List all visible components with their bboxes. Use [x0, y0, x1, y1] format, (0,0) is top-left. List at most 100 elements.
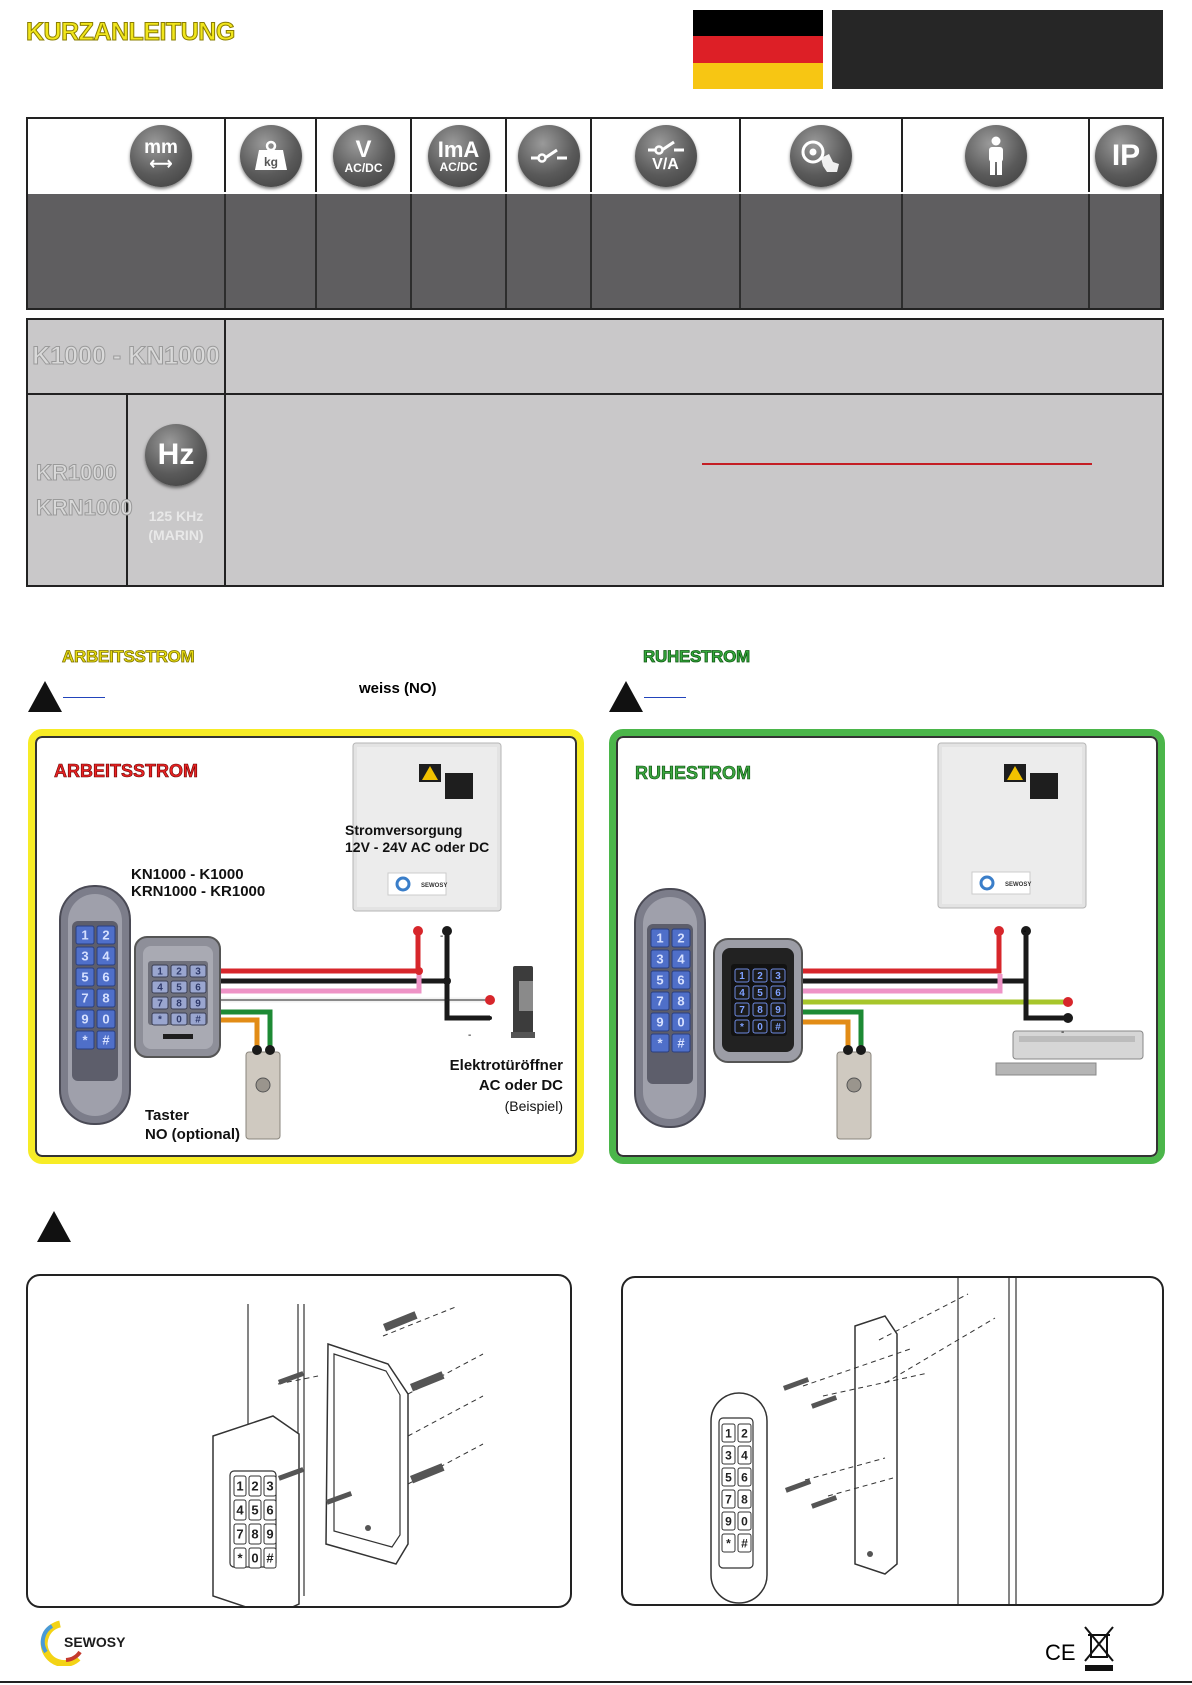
keypad-key-label: # — [102, 1033, 110, 1048]
keypad-key — [189, 980, 207, 994]
keypad-key-label: # — [775, 1022, 781, 1033]
keypad-key — [752, 985, 768, 1000]
keypad-key-label: 0 — [741, 1514, 748, 1528]
wires — [802, 931, 1068, 1050]
keypad-key — [770, 968, 786, 983]
spec-value-ip — [1090, 194, 1162, 308]
keypad-key — [233, 1499, 247, 1521]
keypad-key — [650, 928, 670, 948]
keypad-key — [96, 988, 116, 1008]
keypad-key-label: 8 — [251, 1527, 258, 1542]
keypad-key-label: 9 — [81, 1012, 88, 1027]
keypad-key-label: 1 — [157, 967, 163, 978]
keypad-key-label: 3 — [725, 1448, 732, 1462]
spec-value-voltage — [317, 194, 412, 308]
lock-terminal-plus — [485, 995, 495, 1005]
keypad-key — [721, 1467, 736, 1487]
keypad-key — [671, 970, 691, 990]
terminal-plus — [413, 926, 423, 936]
keypad-key-label: 0 — [677, 1015, 684, 1030]
keypad-key — [75, 988, 95, 1008]
current-icon-label: ImA — [437, 136, 480, 162]
keypad-key-label: * — [726, 1536, 731, 1550]
keypad-key — [734, 1002, 750, 1017]
left-note-text: weiss (NO) — [359, 680, 437, 697]
keypad-key — [721, 1423, 736, 1443]
keypad-key-label: 5 — [656, 973, 663, 988]
wires — [219, 931, 490, 1050]
keypad-key — [721, 1489, 736, 1509]
exit-button — [836, 1045, 872, 1140]
keypad-key — [721, 1445, 736, 1465]
warning-icon — [609, 681, 643, 712]
keypad-key-label: 8 — [757, 1005, 763, 1016]
keypad-key — [233, 1547, 247, 1569]
keypad-key-label: # — [195, 1015, 201, 1026]
keypad-models-line-1: KN1000 - K1000 — [131, 866, 244, 883]
wiring-label-ruhestrom: RUHESTROM — [635, 763, 752, 784]
exit-button-label: Taster NO (optional) — [145, 1106, 240, 1144]
keypad-key-label: 4 — [741, 1448, 748, 1462]
keypad-key-label: 0 — [176, 1015, 182, 1026]
ip-icon-label: IP — [1111, 138, 1141, 172]
keypad-key — [248, 1523, 262, 1545]
keypad-key-label: 1 — [739, 971, 745, 982]
maglock-terminal-plus — [1063, 997, 1073, 1007]
voltage-icon-sub: AC/DC — [344, 160, 383, 175]
keypad-key-label: * — [158, 1015, 162, 1026]
relay-rating-label: V/A — [652, 155, 679, 173]
minus-sign: - — [1061, 1027, 1065, 1038]
spec-cell-ip: IP — [1090, 119, 1162, 192]
keypad-key-label: 7 — [725, 1492, 732, 1506]
keypad-key — [151, 996, 169, 1010]
weight-glyph: kg — [254, 140, 287, 170]
warning-icon — [28, 681, 62, 712]
keypad-key-label: 8 — [176, 999, 182, 1010]
spec-cell-current: ImA AC/DC — [412, 119, 507, 192]
keypad-key — [151, 980, 169, 994]
keypad-key-label: 9 — [266, 1527, 273, 1542]
spec-cell-dimensions: mm ⟷ — [28, 119, 226, 192]
keypad-key — [75, 1030, 95, 1050]
keypad-key — [650, 1033, 670, 1053]
keypad-key-label: 1 — [81, 928, 88, 943]
keypad-key-label: 3 — [81, 949, 88, 964]
keypad-key — [650, 970, 670, 990]
keypad-models-label: KN1000 - K1000 KRN1000 - KR1000 — [131, 866, 265, 900]
keypad-key-label: * — [740, 1022, 744, 1033]
keypad-key — [75, 1009, 95, 1029]
keypad-key — [650, 949, 670, 969]
keypad-key-label: 0 — [251, 1551, 258, 1566]
relay-rating-glyph — [647, 140, 684, 155]
keypad-key — [170, 980, 188, 994]
keypad-key-label: 8 — [677, 994, 684, 1009]
spec-value-dimensions — [28, 194, 226, 308]
keypad-key — [75, 967, 95, 987]
keypad-key-label: 0 — [102, 1012, 109, 1027]
keypad-key-label: 7 — [157, 999, 163, 1010]
button-icon — [790, 124, 852, 187]
keypad-key-label: * — [82, 1033, 88, 1048]
keypad-key — [233, 1523, 247, 1545]
spec-cell-weight: kg — [226, 119, 317, 192]
keypad-key — [650, 991, 670, 1011]
spec-value-relay-rating — [592, 194, 741, 308]
keypad-key-label: 3 — [195, 967, 201, 978]
keypad-key — [170, 1012, 188, 1026]
keypad-key — [734, 968, 750, 983]
person-glyph — [988, 136, 1003, 175]
sewosy-logo-mark — [40, 1620, 82, 1668]
rfid-description-cell — [226, 395, 1162, 585]
keypad-key-label: 4 — [677, 952, 685, 967]
warning-icon — [37, 1211, 71, 1242]
spec-cell-user — [903, 119, 1090, 192]
terminal-minus — [442, 926, 452, 936]
voltage-icon: V AC/DC — [332, 124, 395, 187]
keypad-key-label: 5 — [251, 1503, 258, 1518]
spec-cell-relay — [507, 119, 592, 192]
power-supply: SEWOSY — [937, 742, 1087, 909]
spec-cell-voltage: V AC/DC — [317, 119, 412, 192]
